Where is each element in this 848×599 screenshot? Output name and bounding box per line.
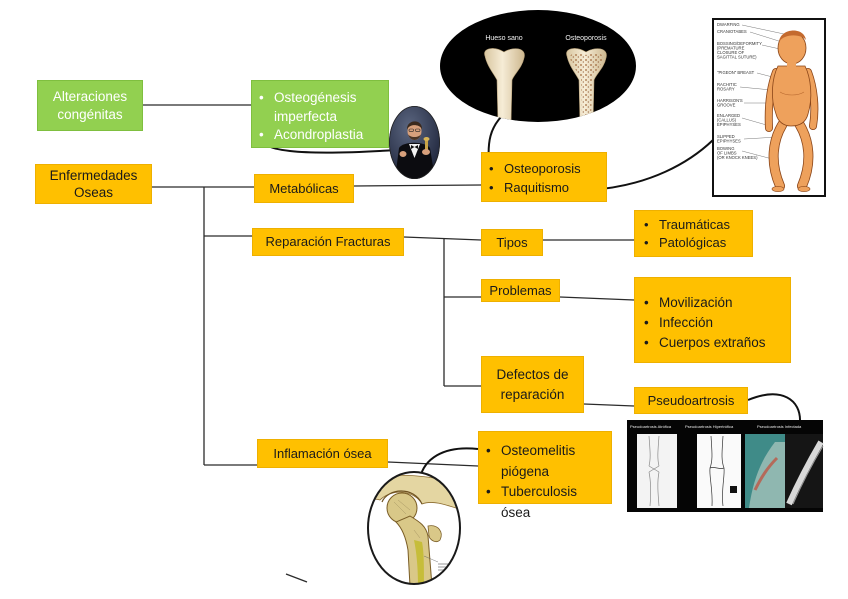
rickets-label: GROOVE: [717, 103, 736, 108]
node-root-line1: Enfermedades: [49, 168, 138, 183]
rickets-label: SLIPPED: [717, 134, 735, 139]
list-item: Tuberculosis ósea: [483, 482, 607, 523]
stray-line: [285, 573, 308, 583]
node-types[interactable]: Tipos: [481, 229, 543, 256]
problems-bullet-list: Movilización Infección Cuerpos extraños: [641, 293, 786, 353]
node-metabolic-list[interactable]: Osteoporosis Raquitismo: [481, 152, 607, 202]
node-congenital-line2: congénitas: [57, 106, 123, 122]
connector-metabolic-list: [353, 184, 482, 187]
hip-osteomyelitis-image: [367, 471, 461, 585]
node-fracture-repair-label: Reparación Fracturas: [265, 234, 391, 249]
node-problems-list[interactable]: Movilización Infección Cuerpos extraños: [634, 277, 791, 363]
osteoporotic-bone: [566, 48, 607, 122]
connector-defects-pseudo: [583, 403, 635, 407]
rickets-label: BOSSING/DEFORMITY: [717, 41, 762, 46]
node-inflammation-list[interactable]: Osteomelitis piógena Tuberculosis ósea: [478, 431, 612, 520]
node-pseudoarthrosis-label: Pseudoartrosis: [647, 392, 735, 408]
connector-inflammation-list: [387, 461, 479, 467]
healthy-bone-label: Hueso sano: [485, 35, 522, 42]
node-types-label: Tipos: [496, 234, 528, 250]
healthy-bone: [484, 48, 525, 122]
node-bone-inflammation-label: Inflamación ósea: [273, 445, 372, 461]
xray-label: Pseudoartrosis Infectada: [757, 424, 802, 429]
rickets-label: OF LIMBS: [717, 151, 737, 156]
list-item: Osteomelitis piógena: [483, 441, 579, 482]
rickets-label: (CALLUS): [717, 118, 737, 123]
list-item: Movilización: [641, 293, 786, 313]
curve-rickets-illustration: [589, 139, 714, 191]
rickets-label: RACHITIC: [717, 82, 737, 87]
child-figure: [764, 30, 819, 192]
connector-problems-list: [559, 296, 635, 301]
inflammation-bullet-list: Osteomelitis piógena Tuberculosis ósea: [483, 441, 607, 523]
node-congenital-alterations[interactable]: Alteraciones congénitas: [37, 80, 143, 131]
congenital-bullet-list: Osteogénesis imperfecta Acondroplastia: [256, 89, 382, 145]
xray-label: Pseudoartrosis Atrófica: [630, 424, 672, 429]
types-bullet-list: Traumáticas Patológicas: [641, 216, 748, 252]
node-pseudoarthrosis[interactable]: Pseudoartrosis: [634, 387, 748, 414]
list-item: Cuerpos extraños: [641, 333, 786, 353]
pseudoarthrosis-xray-image: Pseudoartrosis Atrófica Pseudoartrosis H…: [627, 420, 824, 512]
node-root-line2: Oseas: [73, 185, 114, 200]
node-fracture-repair[interactable]: Reparación Fracturas: [252, 228, 404, 256]
connector-fracture-types: [403, 236, 482, 241]
rickets-label: CLOSURE OF: [717, 50, 745, 55]
node-bone-inflammation[interactable]: Inflamación ósea: [257, 439, 388, 468]
xray-panel-atrophic: [637, 434, 677, 508]
node-repair-defects-line1: Defectos de: [496, 366, 569, 382]
bone-comparison-image: Hueso sano Osteoporosis: [440, 10, 636, 122]
curve-pseudo-xray: [747, 393, 802, 423]
list-item: Traumáticas: [641, 216, 748, 234]
node-root-bone-diseases[interactable]: Enfermedades Oseas: [35, 164, 152, 204]
rickets-label: "PIGEON" BREAST: [717, 70, 755, 75]
node-congenital-line1: Alteraciones: [52, 88, 128, 104]
list-item: Infección: [641, 313, 786, 333]
xray-panel-infected: [745, 434, 824, 508]
rickets-illustration: DWARFING CRANIOTABES BOSSING/DEFORMITY (…: [712, 18, 826, 197]
node-congenital-list[interactable]: Osteogénesis imperfecta Acondroplastia: [251, 80, 389, 148]
rickets-label: SAGITTAL SUTURE): [717, 55, 757, 60]
metabolic-bullet-list: Osteoporosis Raquitismo: [486, 159, 602, 197]
rickets-label: HARRISON'S: [717, 98, 743, 103]
node-repair-defects[interactable]: Defectos de reparación: [481, 356, 584, 413]
rickets-label: EPIPHYSES: [717, 122, 741, 127]
node-types-list[interactable]: Traumáticas Patológicas: [634, 210, 753, 257]
rickets-label: EPIPHYSES: [717, 139, 741, 144]
rickets-label: ENLARGED: [717, 113, 740, 118]
list-item: Raquitismo: [486, 178, 602, 197]
list-item: Patológicas: [641, 234, 748, 252]
xray-panel-hypertrophic: [697, 434, 741, 508]
node-problems[interactable]: Problemas: [481, 279, 560, 302]
list-item: Osteoporosis: [486, 159, 602, 178]
node-metabolic[interactable]: Metabólicas: [254, 174, 354, 203]
rickets-label: (PREMATURE: [717, 46, 745, 51]
rickets-label: BOWING: [717, 146, 734, 151]
person-photo: [389, 106, 440, 179]
rickets-label: (OR KNOCK KNEES): [717, 155, 758, 160]
node-metabolic-label: Metabólicas: [269, 180, 339, 196]
xray-label: Pseudoartrosis Hipertrófica: [685, 424, 734, 429]
osteoporosis-bone-label: Osteoporosis: [565, 35, 607, 42]
rickets-label: ROSARY: [717, 87, 735, 92]
list-item: Osteogénesis imperfecta: [256, 89, 382, 126]
rickets-label: DWARFING: [717, 22, 740, 27]
node-repair-defects-line2: reparación: [500, 386, 565, 402]
rickets-label: CRANIOTABES: [717, 29, 747, 34]
node-problems-label: Problemas: [489, 282, 552, 298]
list-item: Acondroplastia: [256, 126, 382, 145]
